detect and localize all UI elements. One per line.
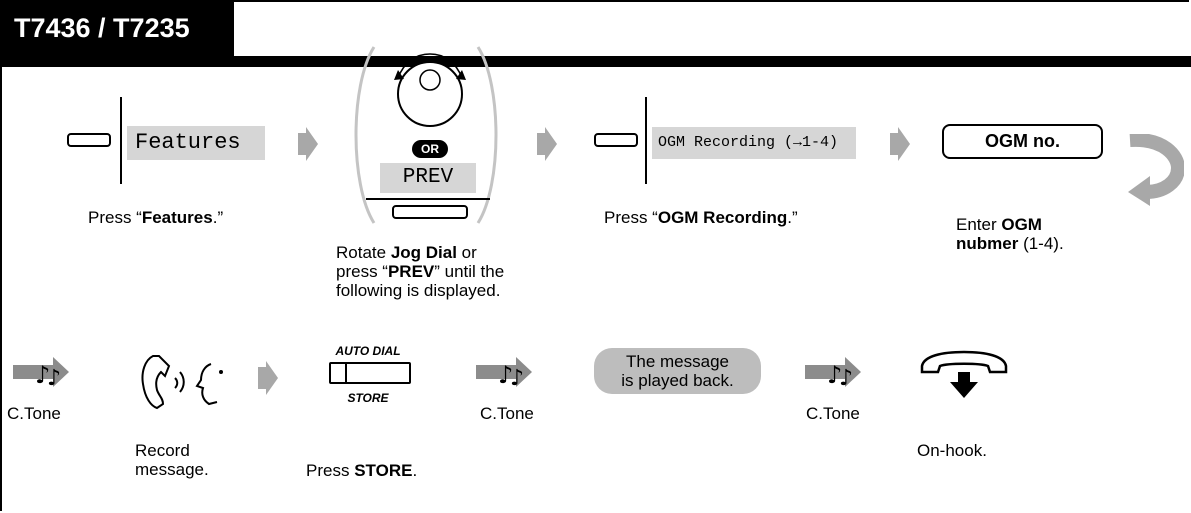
store-caption: Press STORE. (306, 461, 417, 480)
or-badge: OR (412, 140, 448, 158)
caption-bold: OGM (1001, 215, 1042, 234)
onhook-caption: On-hook. (917, 441, 987, 460)
playback-bubble: The message is played back. (594, 348, 761, 394)
caption-bold: nubmer (956, 234, 1019, 253)
caption-text: The message (626, 352, 729, 371)
on-hook-handset-icon (920, 350, 1008, 398)
prev-soft-key-button[interactable] (392, 205, 468, 219)
caption-bold: Jog Dial (390, 243, 457, 262)
caption-text: ” until the (434, 262, 505, 281)
tone-icon: ♪ ♪ (13, 357, 69, 389)
caption-bold: STORE (354, 461, 413, 480)
svg-text:♪: ♪ (47, 366, 61, 389)
store-button[interactable] (329, 362, 411, 384)
caption-text: press “ (336, 262, 388, 281)
jog-dial-icon[interactable] (388, 50, 472, 134)
caption-text: following is displayed. (336, 281, 501, 300)
caption-text: .” (787, 208, 798, 227)
features-caption: Press “Features.” (88, 208, 223, 227)
caption-text: message. (135, 460, 209, 479)
caption-text: or (456, 243, 477, 262)
tone-icon: ♪ ♪ (476, 357, 532, 389)
ogm-no-caption: Enter OGM nubmer (1-4). (956, 215, 1064, 253)
caption-text: is played back. (621, 371, 734, 390)
soft-key-button[interactable] (594, 133, 638, 147)
caption-text: .” (212, 208, 224, 227)
tone-label: C.Tone (7, 404, 61, 423)
caption-bold: OGM Recording (657, 208, 788, 227)
features-display: Features (127, 126, 265, 160)
caption-text: Record (135, 441, 190, 460)
svg-text:♪: ♪ (839, 366, 853, 389)
svg-text:♪: ♪ (35, 361, 50, 389)
caption-text: . (412, 461, 418, 480)
caption-text: Press “ (88, 208, 142, 227)
svg-text:♪: ♪ (510, 366, 524, 389)
continue-arrow-icon (1128, 134, 1184, 206)
caption-text: Enter (956, 215, 1002, 234)
auto-dial-label: AUTO DIAL (335, 344, 401, 358)
jog-caption: Rotate Jog Dial or press “PREV” until th… (336, 243, 504, 300)
caption-text: (1-4). (1018, 234, 1064, 253)
caption-text: Rotate (336, 243, 391, 262)
model-label: T7436 / T7235 (0, 0, 234, 56)
ogm-caption: Press “OGM Recording.” (604, 208, 798, 227)
svg-text:♪: ♪ (498, 361, 513, 389)
display-divider (645, 97, 647, 184)
tone-label: C.Tone (480, 404, 534, 423)
caption-bold: Features (141, 208, 213, 227)
ogm-number-key[interactable]: OGM no. (942, 124, 1103, 159)
step-arrow-icon (537, 127, 557, 161)
record-caption: Record message. (135, 441, 209, 479)
bracket-icon (354, 46, 498, 224)
prev-display: PREV (380, 163, 476, 193)
svg-text:♪: ♪ (827, 361, 842, 389)
step-arrow-icon (298, 127, 318, 161)
step-arrow-icon (258, 361, 278, 395)
soft-key-button[interactable] (67, 133, 111, 147)
caption-text: Press (306, 461, 355, 480)
caption-text: Press “ (604, 208, 658, 227)
display-divider (120, 97, 122, 184)
ogm-display: OGM Recording (→1-4) (652, 127, 856, 159)
store-button-led (345, 364, 347, 382)
step-arrow-icon (890, 127, 910, 161)
handset-speaking-icon (141, 355, 223, 410)
caption-bold: PREV (387, 262, 435, 281)
title-band (0, 56, 1191, 67)
store-label: STORE (347, 391, 389, 405)
tone-label: C.Tone (806, 404, 860, 423)
prev-divider (366, 198, 490, 200)
tone-icon: ♪ ♪ (805, 357, 861, 389)
